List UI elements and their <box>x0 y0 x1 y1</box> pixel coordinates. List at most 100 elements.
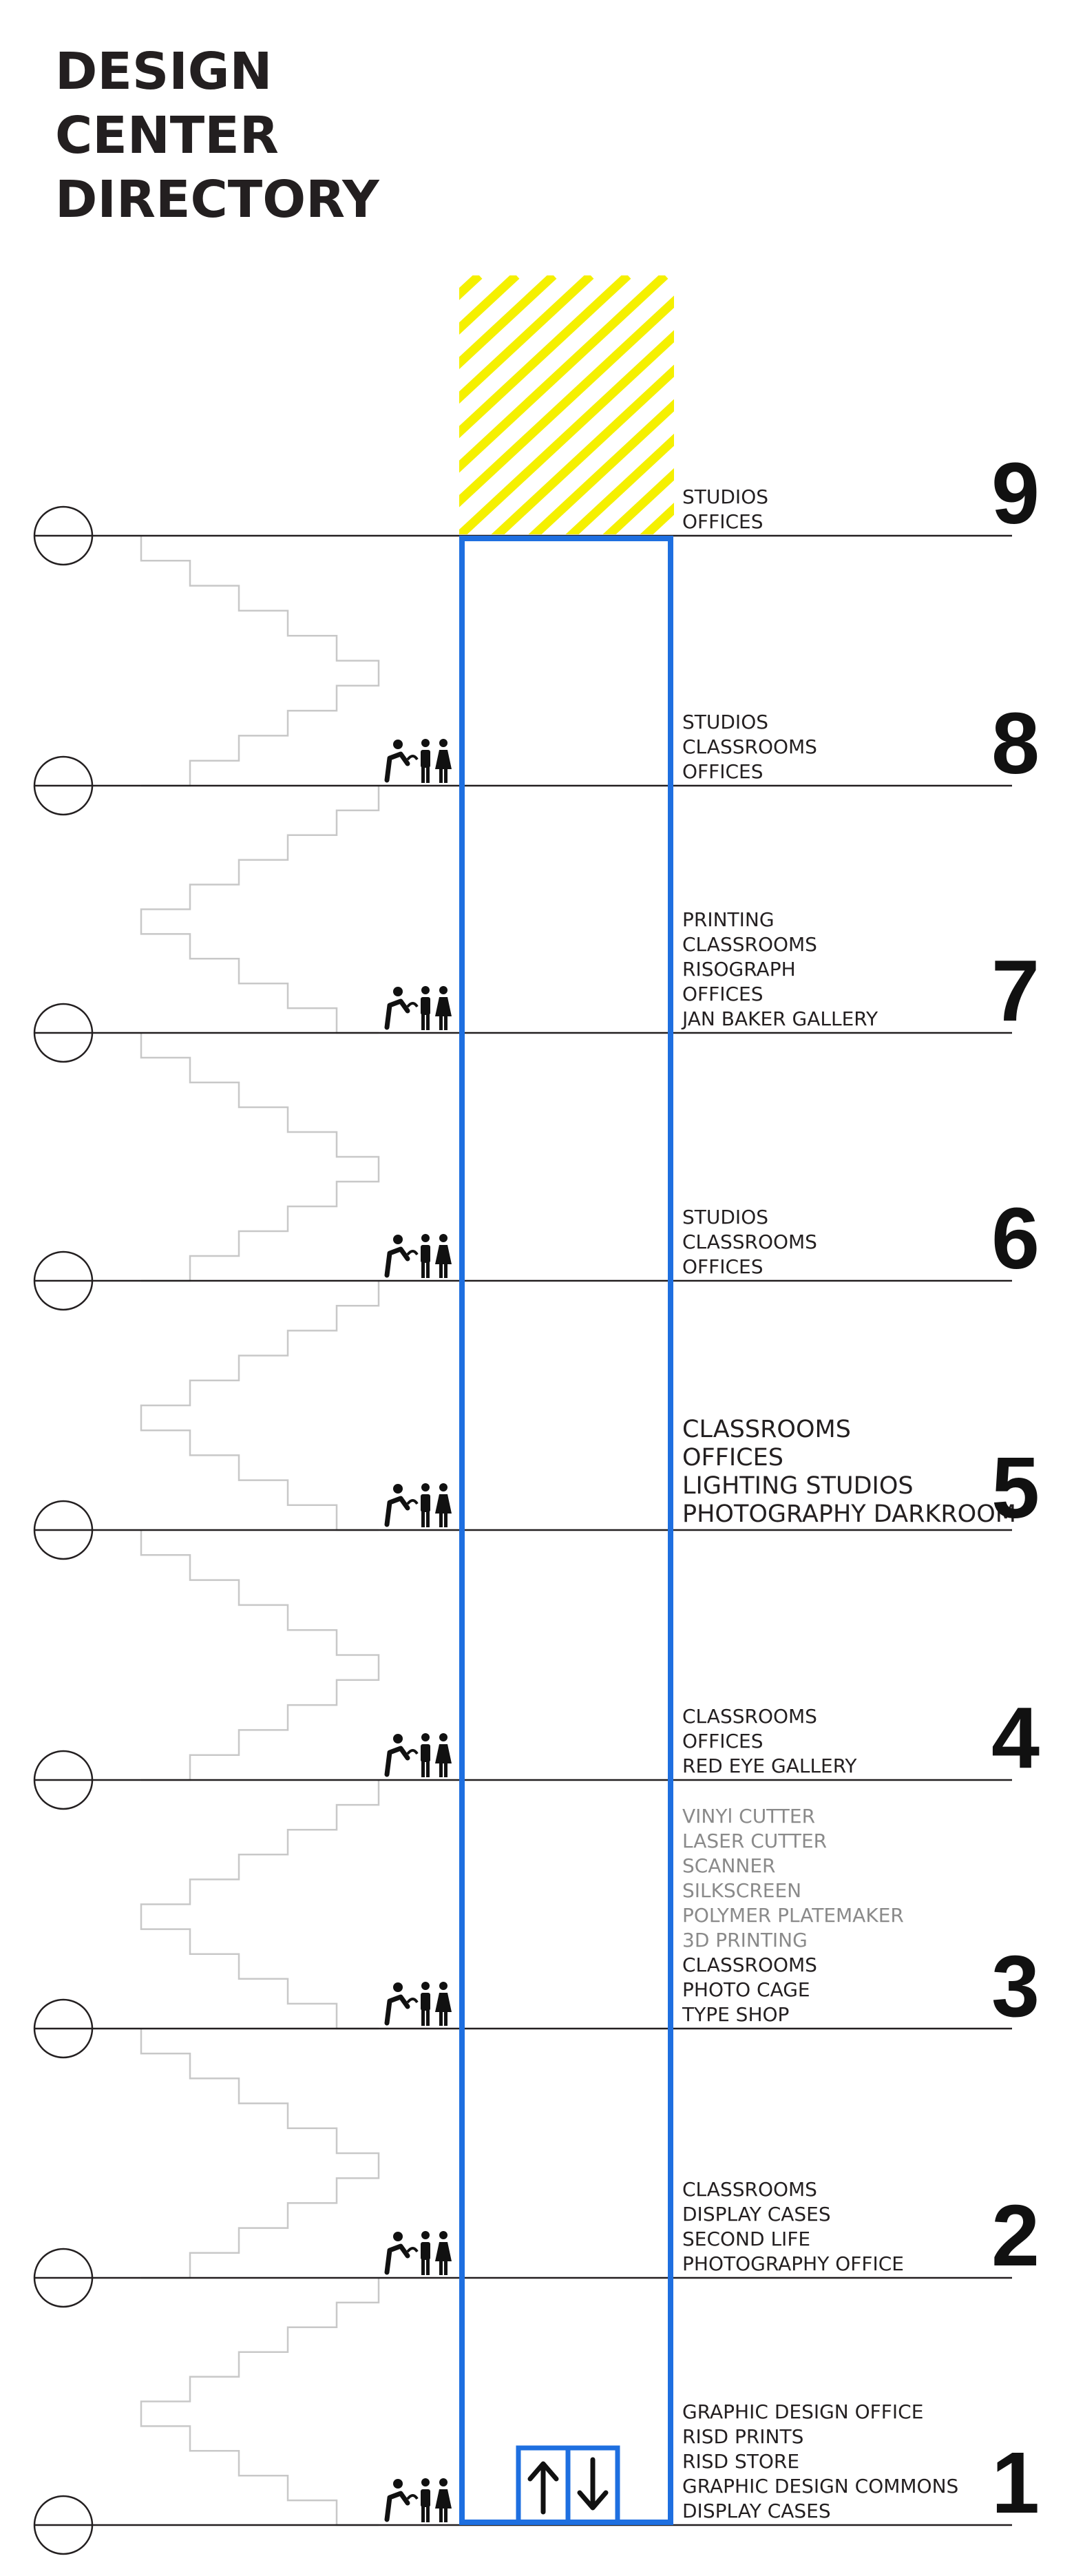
restroom-icon <box>421 2478 452 2522</box>
hatch-stripe <box>602 468 674 534</box>
room-label: STUDIOS <box>682 1206 769 1228</box>
hatch-stripe <box>116 275 405 544</box>
floor-number-1: 1 <box>991 2434 1040 2531</box>
hatch-stripe <box>459 275 557 370</box>
room-label: SECOND LIFE <box>682 2228 811 2250</box>
restroom-icon <box>421 1982 452 2026</box>
hatch-stripe <box>565 433 674 534</box>
stair-flight <box>140 1530 380 1781</box>
room-label: CLASSROOMS <box>682 1954 817 1976</box>
room-label: CLASSROOMS <box>682 1231 817 1253</box>
room-label: OFFICES <box>682 1255 764 1278</box>
water-fountain-icon <box>384 1235 419 1278</box>
room-label: OFFICES <box>682 510 764 533</box>
room-label: STUDIOS <box>682 711 769 733</box>
room-label: OFFICES <box>682 1444 783 1472</box>
stair-flight <box>140 1281 380 1531</box>
water-fountain-icon <box>384 2479 419 2522</box>
hatch-stripe <box>459 275 668 473</box>
room-label: OFFICES <box>682 760 764 783</box>
restroom-icon <box>421 1483 452 1527</box>
room-label: CLASSROOMS <box>682 933 817 956</box>
room-label: VINYl CUTTER <box>682 1805 816 1828</box>
hatch-stripe <box>528 399 674 534</box>
hatch-stripe <box>491 364 674 534</box>
title-line-2: CENTER <box>55 106 279 165</box>
room-label: SCANNER <box>682 1854 776 1877</box>
staircase <box>140 536 380 2526</box>
water-fountain-icon <box>384 1982 419 2026</box>
hatch-stripe <box>153 275 442 544</box>
stair-flight <box>140 2278 380 2526</box>
floor-number-3: 3 <box>991 1938 1040 2035</box>
hatch-stripe <box>459 330 674 534</box>
room-label: LIGHTING STUDIOS <box>682 1472 914 1500</box>
restroom-icon <box>421 986 452 1030</box>
room-label: 3D PRINTING <box>682 1929 808 1951</box>
room-label: PRINTING <box>682 908 775 931</box>
floor-number-8: 8 <box>991 695 1040 792</box>
room-label: RED EYE GALLERY <box>682 1755 857 1777</box>
room-label: STUDIOS <box>682 485 769 508</box>
room-label: DISPLAY CASES <box>682 2500 831 2522</box>
room-label: LASER CUTTER <box>682 1830 828 1852</box>
floor-lines <box>34 534 1012 2526</box>
water-fountain-icon <box>384 1734 419 1777</box>
room-label: PHOTO CAGE <box>682 1978 810 2001</box>
water-fountain-icon <box>384 1484 419 1527</box>
floor-markers <box>33 505 94 2555</box>
floor-number-4: 4 <box>991 1689 1040 1786</box>
arrow-down-icon <box>577 2457 609 2511</box>
room-label: OFFICES <box>682 983 764 1005</box>
water-fountain-icon <box>384 987 419 1030</box>
hatch-stripe <box>459 275 631 439</box>
hatch-stripe <box>459 295 674 507</box>
floor-number-6: 6 <box>991 1190 1040 1287</box>
water-fountain-icon <box>384 740 419 783</box>
room-label: OFFICES <box>682 1730 764 1752</box>
room-label: PHOTOGRAPHY OFFICE <box>682 2252 904 2275</box>
floor-number-9: 9 <box>991 445 1040 542</box>
restroom-icon <box>421 2231 452 2275</box>
room-label: RISD PRINTS <box>682 2425 804 2448</box>
stair-flight <box>140 2029 380 2279</box>
directory-title: DESIGN CENTER DIRECTORY <box>55 40 468 232</box>
room-label: CLASSROOMS <box>682 2178 817 2201</box>
room-label: JAN BAKER GALLERY <box>682 1007 878 1030</box>
floor-number-5: 5 <box>991 1439 1040 1536</box>
elevator-call-buttons <box>516 2445 620 2525</box>
room-label: CLASSROOMS <box>682 1416 851 1443</box>
stair-flight <box>140 536 380 787</box>
room-label: DISPLAY CASES <box>682 2203 831 2226</box>
stair-flight <box>140 786 380 1034</box>
room-label: RISOGRAPH <box>682 958 796 981</box>
room-label: SILKSCREEN <box>682 1879 802 1902</box>
hatch-stripe <box>459 275 520 335</box>
title-line-1: DESIGN <box>55 42 273 101</box>
restroom-icon <box>421 1234 452 1278</box>
arrow-up-icon <box>527 2461 559 2515</box>
stair-flight <box>140 1780 380 2030</box>
rooftop-hatched-area <box>116 275 674 544</box>
room-label: CLASSROOMS <box>682 1705 817 1728</box>
room-label: RISD STORE <box>682 2450 800 2473</box>
floor-number-2: 2 <box>991 2187 1040 2284</box>
room-label: POLYMER PLATEMAKER <box>682 1904 904 1927</box>
title-line-3: DIRECTORY <box>55 170 379 229</box>
hatch-stripe <box>459 275 594 404</box>
elevator-down-button <box>565 2445 620 2525</box>
room-label: PHOTOGRAPHY DARKROOM <box>682 1500 1016 1528</box>
room-label: GRAPHIC DESIGN COMMONS <box>682 2475 959 2498</box>
stair-flight <box>140 1033 380 1282</box>
amenities-icons <box>384 739 452 2522</box>
restroom-icon <box>421 739 452 783</box>
room-label: CLASSROOMS <box>682 735 817 758</box>
